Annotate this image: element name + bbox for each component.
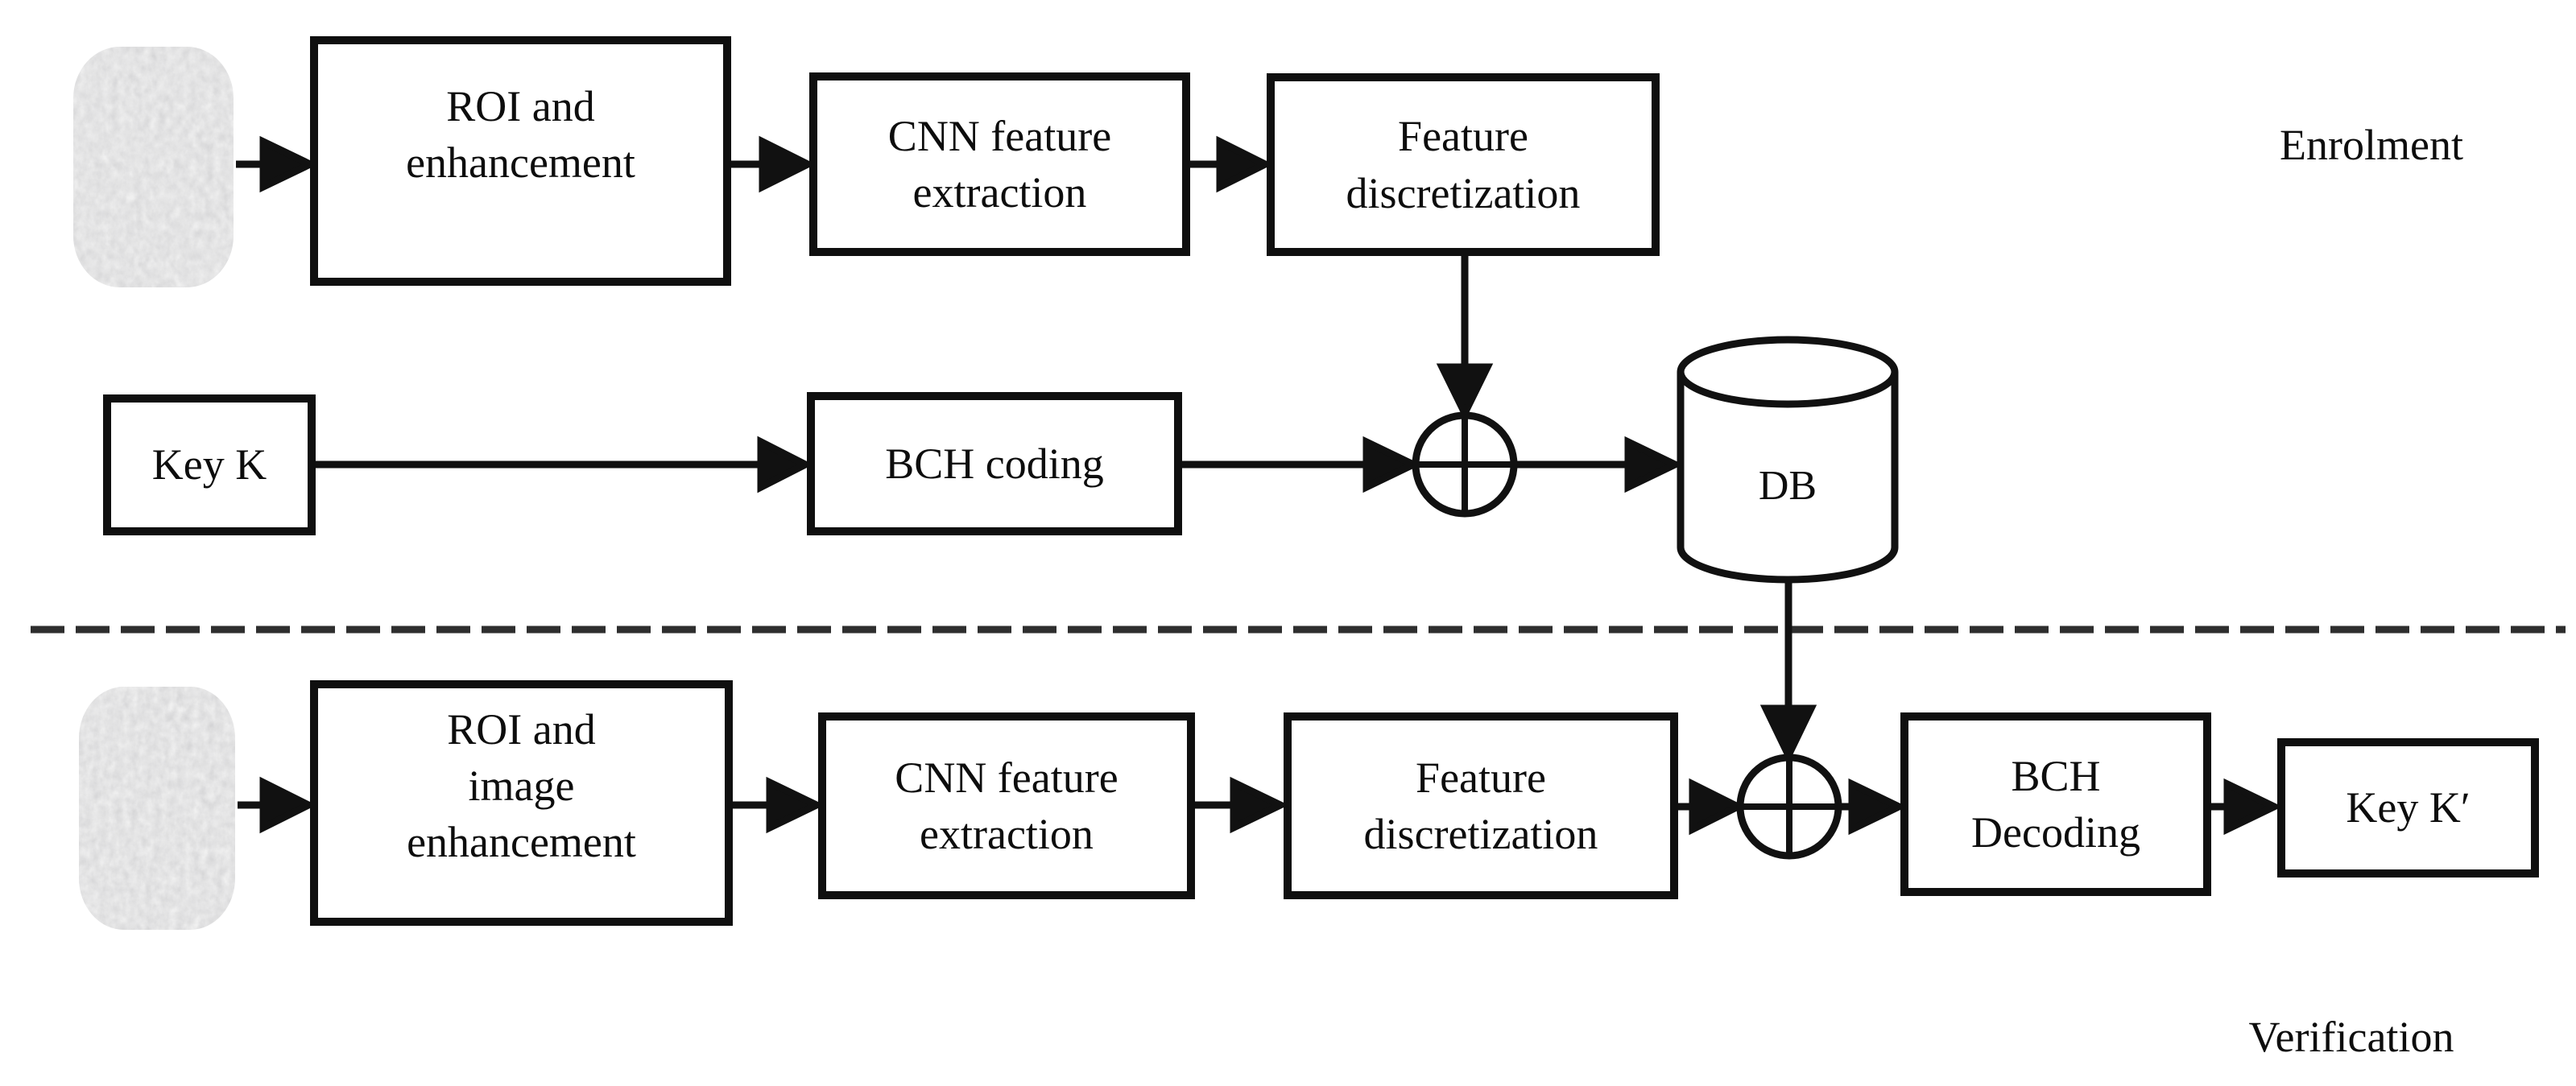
xor-icon-verification	[1736, 754, 1842, 860]
fingerprint-image-verification	[79, 687, 235, 930]
arrowhead-icon	[1230, 776, 1289, 834]
arrowhead-icon	[1689, 778, 1747, 836]
node-feature-discretization-enrolment: Feature discretization	[1267, 73, 1660, 256]
flow-arrows	[236, 135, 2283, 836]
node-feature-discretization-verification: Feature discretization	[1284, 712, 1678, 899]
node-label: BCH Decoding	[1971, 751, 2140, 857]
arrowhead-icon	[259, 776, 317, 834]
db-cylinder-top	[1677, 336, 1899, 408]
node-roi-image-enhancement-verification: ROI and image enhancement	[310, 680, 733, 926]
section-label-enrolment: Enrolment	[2267, 121, 2476, 169]
node-label: Key K	[151, 440, 267, 489]
db-cylinder-icon	[1677, 336, 1899, 584]
node-bch-coding: BCH coding	[807, 392, 1182, 535]
fingerprint-image-enrolment	[73, 47, 234, 287]
section-label-text: Verification	[2248, 1012, 2454, 1061]
arrowhead-icon	[1362, 436, 1422, 493]
arrowhead-icon	[2223, 778, 2283, 836]
node-cnn-feature-extraction-verification: CNN feature extraction	[818, 712, 1195, 899]
node-label: ROI and enhancement	[406, 82, 635, 188]
section-label-verification: Verification	[2231, 1013, 2472, 1061]
arrowhead-icon	[1848, 778, 1908, 836]
arrowhead-icon	[757, 436, 813, 493]
node-bch-decoding: BCH Decoding	[1900, 712, 2211, 896]
node-key-k-prime: Key K′	[2277, 738, 2539, 877]
node-label: ROI and image enhancement	[407, 705, 636, 867]
section-label-text: Enrolment	[2280, 120, 2463, 169]
fingerprint-noise	[73, 47, 234, 287]
node-cnn-feature-extraction-enrolment: CNN feature extraction	[809, 72, 1190, 256]
arrowhead-icon	[1436, 363, 1494, 422]
node-label: CNN feature extraction	[887, 111, 1112, 217]
xor-icon-enrolment	[1412, 411, 1518, 518]
node-roi-enhancement-enrolment: ROI and enhancement	[310, 36, 731, 286]
arrowhead-icon	[1624, 436, 1684, 493]
node-label: Key K′	[2346, 783, 2471, 832]
node-label: Feature discretization	[1363, 753, 1598, 858]
db-label-text: DB	[1758, 463, 1817, 510]
arrowhead-icon	[259, 135, 319, 193]
db-label: DB	[1681, 463, 1895, 510]
node-key-k: Key K	[103, 394, 316, 535]
node-label: CNN feature extraction	[895, 753, 1118, 858]
node-label: BCH coding	[885, 439, 1104, 488]
arrowhead-icon	[1759, 704, 1817, 764]
db-cylinder-body	[1677, 372, 1899, 584]
arrowhead-icon	[766, 776, 825, 834]
node-label: Feature discretization	[1346, 112, 1581, 217]
fingerprint-noise	[79, 687, 235, 930]
arrowhead-icon	[759, 135, 817, 193]
arrowhead-icon	[1216, 135, 1274, 193]
